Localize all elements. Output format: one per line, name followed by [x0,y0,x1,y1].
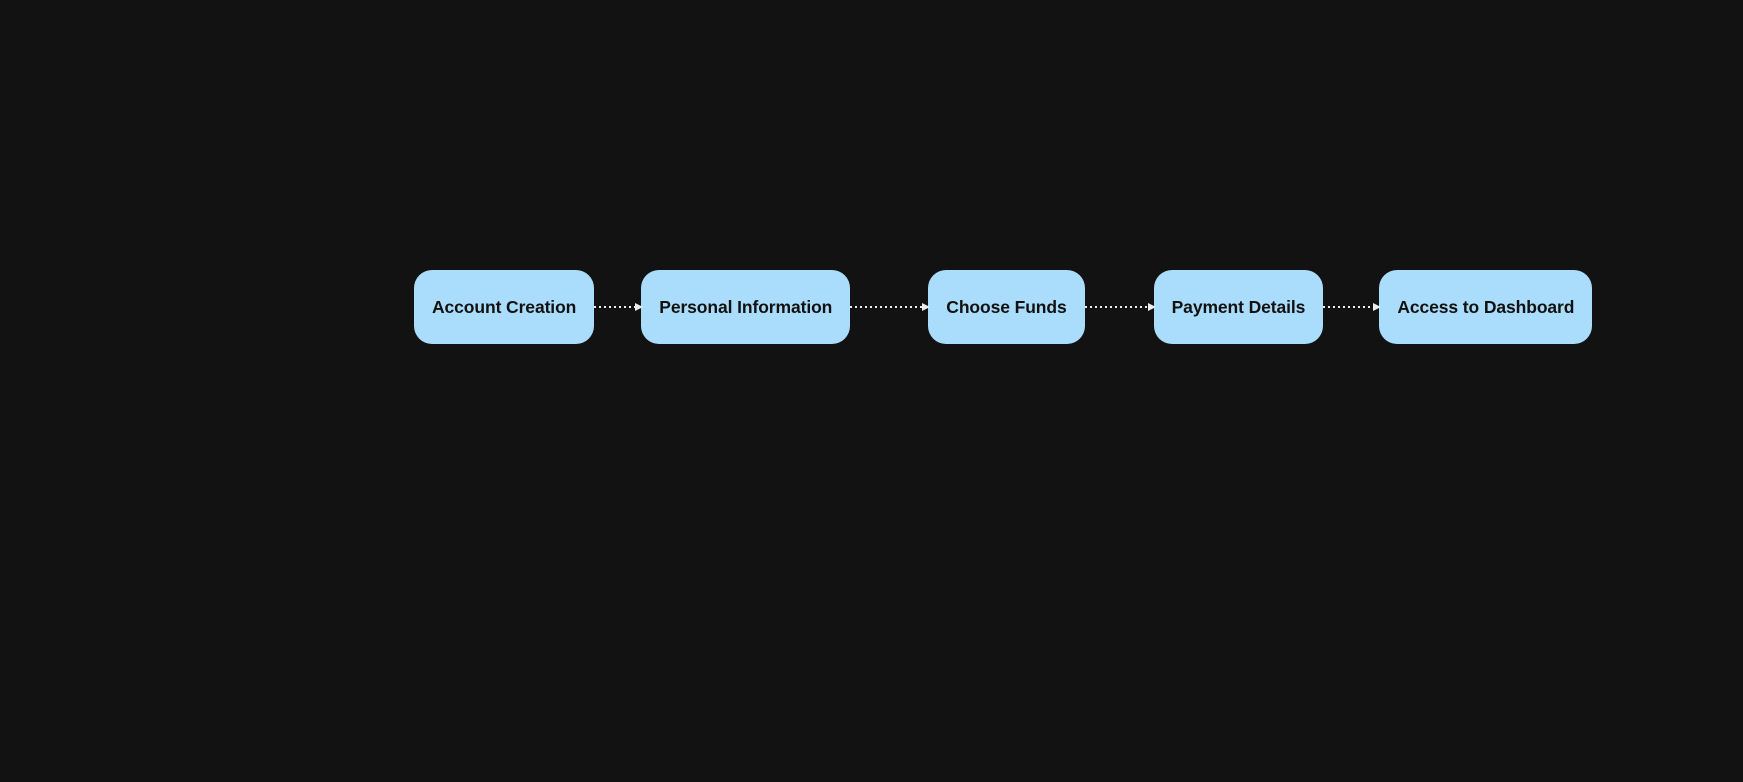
arrowhead-icon [1373,303,1382,311]
dotted-arrow-connector [1084,303,1156,311]
flow-node-access-to-dashboard[interactable]: Access to Dashboard [1379,270,1593,344]
flow-node-account-creation[interactable]: Account Creation [414,270,595,344]
flow-node-label: Choose Funds [946,297,1067,317]
flow-node-label: Personal Information [659,297,833,317]
arrowhead-icon [1147,303,1156,311]
flowchart: Account Creation Personal Information Ch… [414,270,1593,344]
dotted-arrow-connector [594,303,644,311]
flow-node-payment-details[interactable]: Payment Details [1153,270,1324,344]
arrowhead-icon [922,303,931,311]
flow-node-label: Account Creation [432,297,577,317]
flow-node-choose-funds[interactable]: Choose Funds [928,270,1085,344]
arrowhead-icon [635,303,644,311]
dotted-arrow-connector [850,303,931,311]
dotted-arrow-connector [1323,303,1382,311]
flow-node-personal-information[interactable]: Personal Information [641,270,851,344]
flow-node-label: Access to Dashboard [1397,297,1575,317]
flow-node-label: Payment Details [1171,297,1306,317]
